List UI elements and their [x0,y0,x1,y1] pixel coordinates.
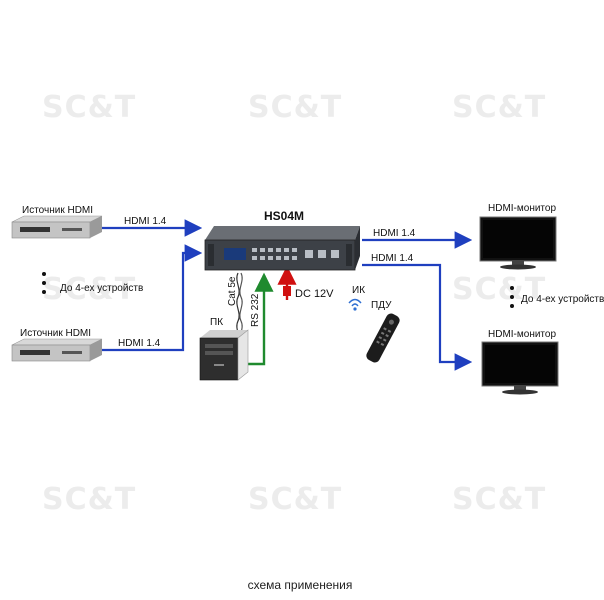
dc-label: DC 12V [295,288,334,300]
power-plug-icon [283,286,291,296]
watermark: SC&T [42,90,137,125]
hdmi-out-label-1: HDMI 1.4 [373,228,416,239]
source-label-2: Источник HDMI [20,328,92,339]
diagram-caption: схема применения [247,578,353,592]
hdmi-in-label-1: HDMI 1.4 [124,216,167,227]
hdmi-out-label-2: HDMI 1.4 [371,253,414,264]
more-sources-label: До 4-ех устройств [60,283,144,294]
rs232-label: RS 232 [250,293,261,327]
watermark: SC&T [42,272,137,307]
monitor-icon [481,341,559,395]
remote-control-icon [366,313,400,363]
rs232-line [248,272,274,366]
hdmi-in-label-2: HDMI 1.4 [118,338,161,349]
remote-label: ПДУ [371,300,392,311]
watermark: SC&T [452,272,547,307]
matrix-switch-device [204,226,360,271]
pc-label: ПК [210,317,224,328]
watermark: SC&T [248,90,343,125]
ir-label: ИК [352,285,366,296]
watermark: SC&T [452,482,547,517]
monitor-icon [479,216,557,270]
more-monitors-dots [510,286,514,313]
ir-signal-icon [348,298,362,311]
more-sources-dots [42,272,46,299]
dvd-player-icon [11,338,103,362]
source-label-1: Источник HDMI [22,205,94,216]
pc-tower-icon [199,329,249,381]
hdmi-out-line-2 [362,263,473,371]
monitor-label-2: HDMI-монитор [488,329,557,340]
cat5e-label: Cat 5e [227,276,238,306]
device-title: HS04M [264,209,305,223]
dvd-player-icon [11,215,103,239]
watermark: SC&T [42,482,137,517]
monitor-label-1: HDMI-монитор [488,203,557,214]
watermark: SC&T [452,90,547,125]
more-monitors-label: До 4-ех устройств [521,294,604,305]
hdmi-in-line-2 [100,244,203,352]
watermark: SC&T [248,482,343,517]
